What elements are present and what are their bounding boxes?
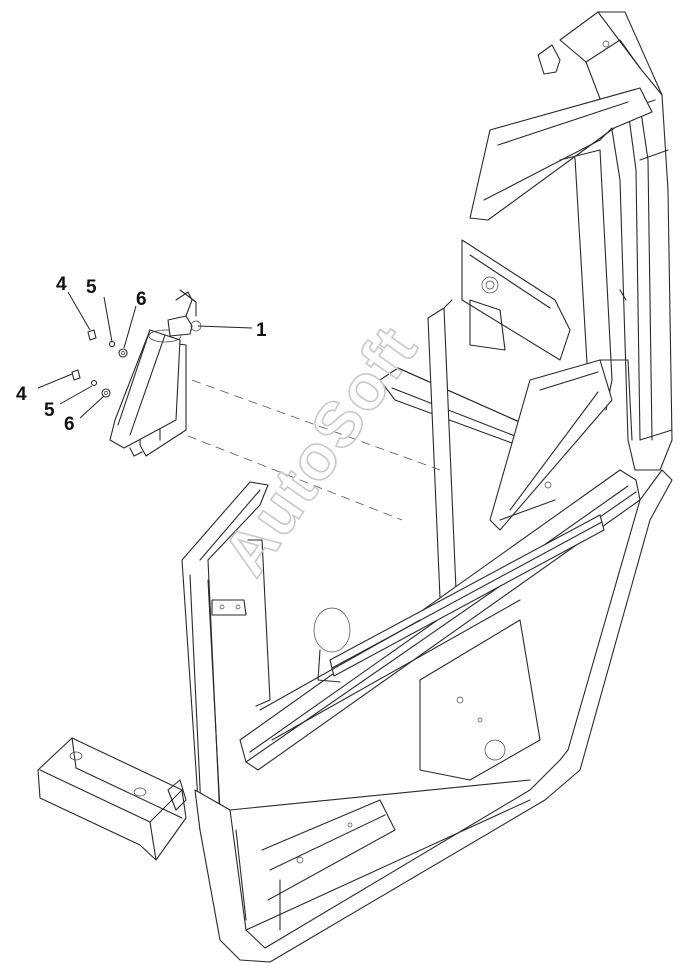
callout-5-lower: 5: [44, 400, 55, 421]
washer-icon: [108, 340, 116, 348]
callout-4-lower: 4: [16, 384, 27, 405]
projection-lines: [159, 374, 441, 521]
nut-icon: [118, 348, 128, 358]
callout-6-upper: 6: [136, 289, 147, 310]
bolt-icon: [87, 329, 97, 341]
autosoft-watermark: AutoSoft: [208, 312, 431, 588]
cab-frame: [37, 11, 673, 963]
fastener-set-lower: [71, 369, 111, 398]
callout-4-upper: 4: [56, 274, 67, 295]
extinguisher-assembly: [109, 289, 202, 457]
leader-lines: [37, 291, 253, 419]
callout-1: 1: [256, 320, 267, 341]
callout-6-lower: 6: [64, 414, 75, 435]
fastener-set-upper: [87, 329, 128, 358]
bolt-icon: [71, 369, 81, 381]
callout-5-upper: 5: [86, 277, 97, 298]
nut-icon: [101, 388, 111, 398]
washer-icon: [90, 379, 98, 387]
